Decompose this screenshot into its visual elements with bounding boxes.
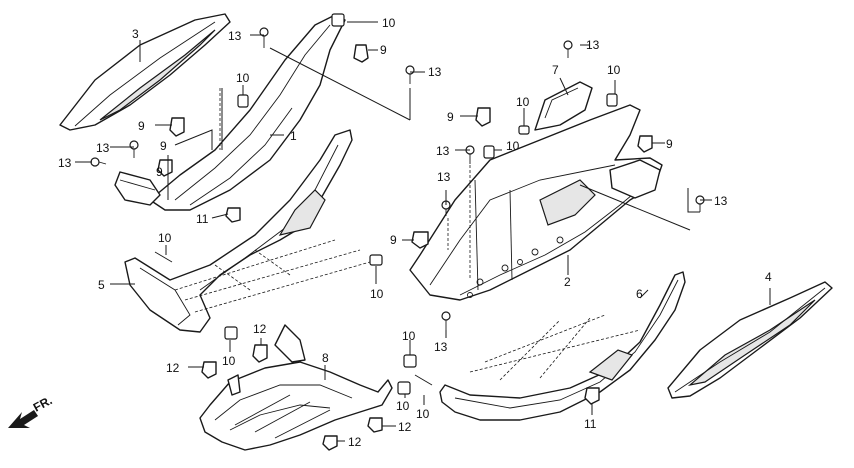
callout-10: 10: [516, 95, 530, 109]
callout-13: 13: [96, 141, 110, 155]
callout-5: 5: [98, 278, 105, 292]
callout-9: 9: [447, 110, 454, 124]
callout-8: 8: [322, 351, 329, 365]
callout-6: 6: [636, 287, 643, 301]
callout-13: 13: [58, 156, 72, 170]
callout-12: 12: [166, 361, 180, 375]
callout-labels: 3 13 10 9 13 10 9 9 13 13 9 1 11 10 5 10…: [58, 16, 772, 449]
callout-10: 10: [382, 16, 396, 30]
callout-13: 13: [437, 170, 451, 184]
part-6-right-floor-panel: [439, 271, 686, 421]
callout-10: 10: [396, 399, 410, 413]
callout-12: 12: [348, 435, 362, 449]
part-8-under-guard: [199, 324, 393, 451]
callout-2: 2: [564, 275, 571, 289]
callout-4: 4: [765, 270, 772, 284]
callout-7: 7: [552, 63, 559, 77]
callout-1: 1: [290, 129, 297, 143]
part-7-small-cover: [534, 81, 593, 131]
callout-13: 13: [228, 29, 242, 43]
callout-13: 13: [434, 340, 448, 354]
callout-9: 9: [156, 165, 163, 179]
callout-9: 9: [390, 233, 397, 247]
callout-10: 10: [607, 63, 621, 77]
callout-11: 11: [196, 212, 209, 226]
callout-9: 9: [380, 43, 387, 57]
callout-10: 10: [222, 354, 236, 368]
callout-10: 10: [416, 407, 430, 421]
callout-10: 10: [236, 71, 250, 85]
callout-3: 3: [132, 27, 139, 41]
part-4-side-strip: [667, 281, 833, 399]
callout-10: 10: [158, 231, 172, 245]
callout-12: 12: [253, 322, 267, 336]
part-3-side-strip: [59, 13, 231, 131]
callout-10: 10: [506, 139, 520, 153]
callout-9: 9: [160, 139, 167, 153]
callout-10: 10: [370, 287, 384, 301]
bolt-fasteners: [90, 27, 705, 451]
callout-13: 13: [714, 194, 728, 208]
callout-9: 9: [138, 119, 145, 133]
front-direction-indicator: FR.: [8, 393, 54, 428]
part-2-center-undercover: [409, 104, 663, 301]
leader-lines: [75, 21, 771, 442]
callout-13: 13: [586, 38, 600, 52]
part-5-left-floor-panel: [124, 129, 371, 333]
callout-13: 13: [436, 144, 450, 158]
callout-13: 13: [428, 65, 442, 79]
callout-9: 9: [666, 137, 673, 151]
callout-10: 10: [402, 329, 416, 343]
front-arrow-icon: [8, 410, 38, 428]
callout-11: 11: [584, 417, 597, 431]
callout-12: 12: [398, 420, 412, 434]
